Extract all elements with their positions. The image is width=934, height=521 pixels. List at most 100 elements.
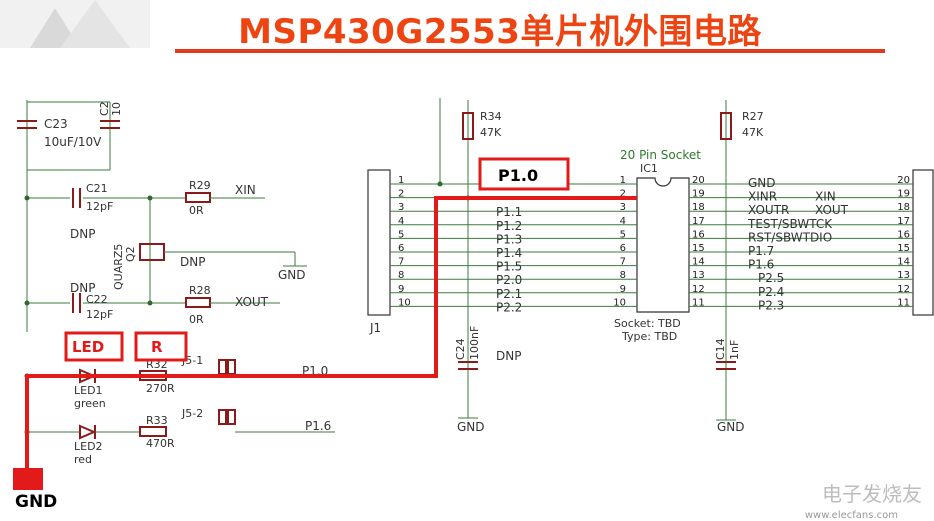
ic1-right-pin-number: 12: [692, 284, 705, 295]
j1-ref: J1: [369, 321, 381, 335]
c14-gnd-label: GND: [717, 420, 745, 434]
c24-ref: C24: [454, 338, 467, 360]
j2-pin-number: 15: [897, 243, 910, 254]
r34-value: 47K: [480, 126, 502, 139]
left-pin-net: P1.1: [496, 205, 522, 219]
c21-value: 12pF: [86, 200, 113, 213]
j2-pin-number: 18: [897, 202, 910, 213]
right-pin-net: P1.7: [748, 244, 774, 258]
r28-value: 0R: [189, 313, 204, 326]
ic1-body: [636, 177, 690, 313]
c23-ref: C23: [44, 117, 68, 131]
junction-dot: [24, 195, 30, 201]
c14-ref: C14: [714, 338, 727, 360]
j51-pin2: [227, 359, 236, 375]
j2-pin-number: 11: [897, 297, 910, 308]
right-pin-net: GND: [748, 176, 776, 190]
left-pin-net: P1.3: [496, 232, 522, 246]
j1-pin-number: 7: [398, 257, 404, 268]
j1-pin-number: 3: [398, 202, 404, 213]
ic1-right-pin-number: 17: [692, 216, 705, 227]
ic1-left-pin-number: 2: [620, 189, 626, 200]
ic1-left-pin-number: 3: [620, 202, 626, 213]
j1-pin-number: 1: [398, 175, 404, 186]
led2-symbol: [79, 424, 97, 440]
left-pin-net: P1.4: [496, 246, 522, 260]
c2x-value: 10: [110, 102, 123, 116]
j1-body: [367, 169, 391, 316]
r-callout-box: [134, 331, 188, 362]
right-pin-net: P1.6: [748, 258, 774, 272]
r29-value: 0R: [189, 204, 204, 217]
left-pin-net: P1.2: [496, 219, 522, 233]
ic1-socket: 20 Pin Socket: [620, 148, 701, 162]
q2-body: [139, 243, 165, 261]
header-graphic: [0, 0, 150, 48]
page-title: MSP430G2553单片机外围电路: [238, 12, 762, 52]
ic1-left-pin-number: 6: [620, 243, 626, 254]
r34-ref: R34: [480, 110, 502, 123]
left-pin-net: P2.0: [496, 273, 522, 287]
gnd-highlight-block: [13, 468, 43, 490]
j51-pin1: [218, 359, 227, 375]
ic1-right-pin-number: 14: [692, 257, 705, 268]
right-pin-alt: XOUT: [815, 203, 849, 217]
ic1-left-pin-number: 10: [613, 297, 626, 308]
r29-body: [185, 192, 211, 203]
junction-dot: [24, 300, 30, 306]
led-callout-box: [64, 331, 124, 362]
j52-pin1: [218, 409, 227, 425]
r32-value: 270R: [146, 382, 175, 395]
r33-value: 470R: [146, 437, 175, 450]
j2-pin-number: 12: [897, 284, 910, 295]
j2-pin-number: 17: [897, 216, 910, 227]
c14-value: 1nF: [728, 340, 741, 360]
c21-ref: C21: [86, 182, 108, 195]
r27-ref: R27: [742, 110, 764, 123]
junction-dot: [437, 181, 443, 187]
watermark-url: www.elecfans.com: [804, 510, 898, 521]
q2-type: QUARZ5: [112, 244, 125, 290]
left-pin-net: P2.1: [496, 287, 522, 301]
ic1-left-pin-number: 1: [620, 175, 626, 186]
ic1-left-pin-number: 8: [620, 270, 626, 281]
j1-pin-number: 8: [398, 270, 404, 281]
ic1-left-pin-number: 5: [620, 229, 626, 240]
right-pin-net: TEST/SBWTCK: [747, 217, 833, 231]
c24-value: 100nF: [468, 326, 481, 360]
r28-body: [185, 297, 211, 308]
c24-gnd-label: GND: [457, 420, 485, 434]
q2-gnd-label: GND: [278, 268, 306, 282]
ic1-right-pin-number: 15: [692, 243, 705, 254]
right-pin-net: P2.4: [758, 285, 784, 299]
j1-pin-number: 10: [398, 297, 411, 308]
right-pin-alt: XIN: [815, 190, 836, 204]
right-pin-net: P2.3: [758, 298, 784, 312]
led1-color: green: [74, 397, 106, 410]
j52-ref: J5-2: [181, 407, 203, 420]
j1-pin-number: 9: [398, 284, 404, 295]
net-p16: P1.6: [305, 419, 331, 433]
j1-pin-number: 6: [398, 243, 404, 254]
r-callout: R: [151, 338, 163, 356]
j2-pin-number: 14: [897, 257, 910, 268]
ic1-right-pin-number: 13: [692, 270, 705, 281]
right-pin-net: XINR: [748, 190, 777, 204]
title-underline: [175, 49, 885, 53]
junction-dot: [147, 300, 153, 306]
r33-ref: R33: [146, 414, 168, 427]
j1-pin-number: 4: [398, 216, 404, 227]
r27-value: 47K: [742, 126, 764, 139]
p10-callout: P1.0: [498, 166, 538, 185]
r29-ref: R29: [189, 179, 211, 192]
net-xout: XOUT: [235, 295, 269, 309]
gnd-callout: GND: [15, 492, 57, 512]
c23-value: 10uF/10V: [44, 135, 102, 149]
right-pin-net: RST/SBWTDIO: [748, 230, 832, 244]
led-callout: LED: [72, 338, 104, 356]
c22-ref: C22: [86, 293, 108, 306]
j2-pin-number: 20: [897, 175, 910, 186]
c24-dnp: DNP: [496, 349, 521, 363]
